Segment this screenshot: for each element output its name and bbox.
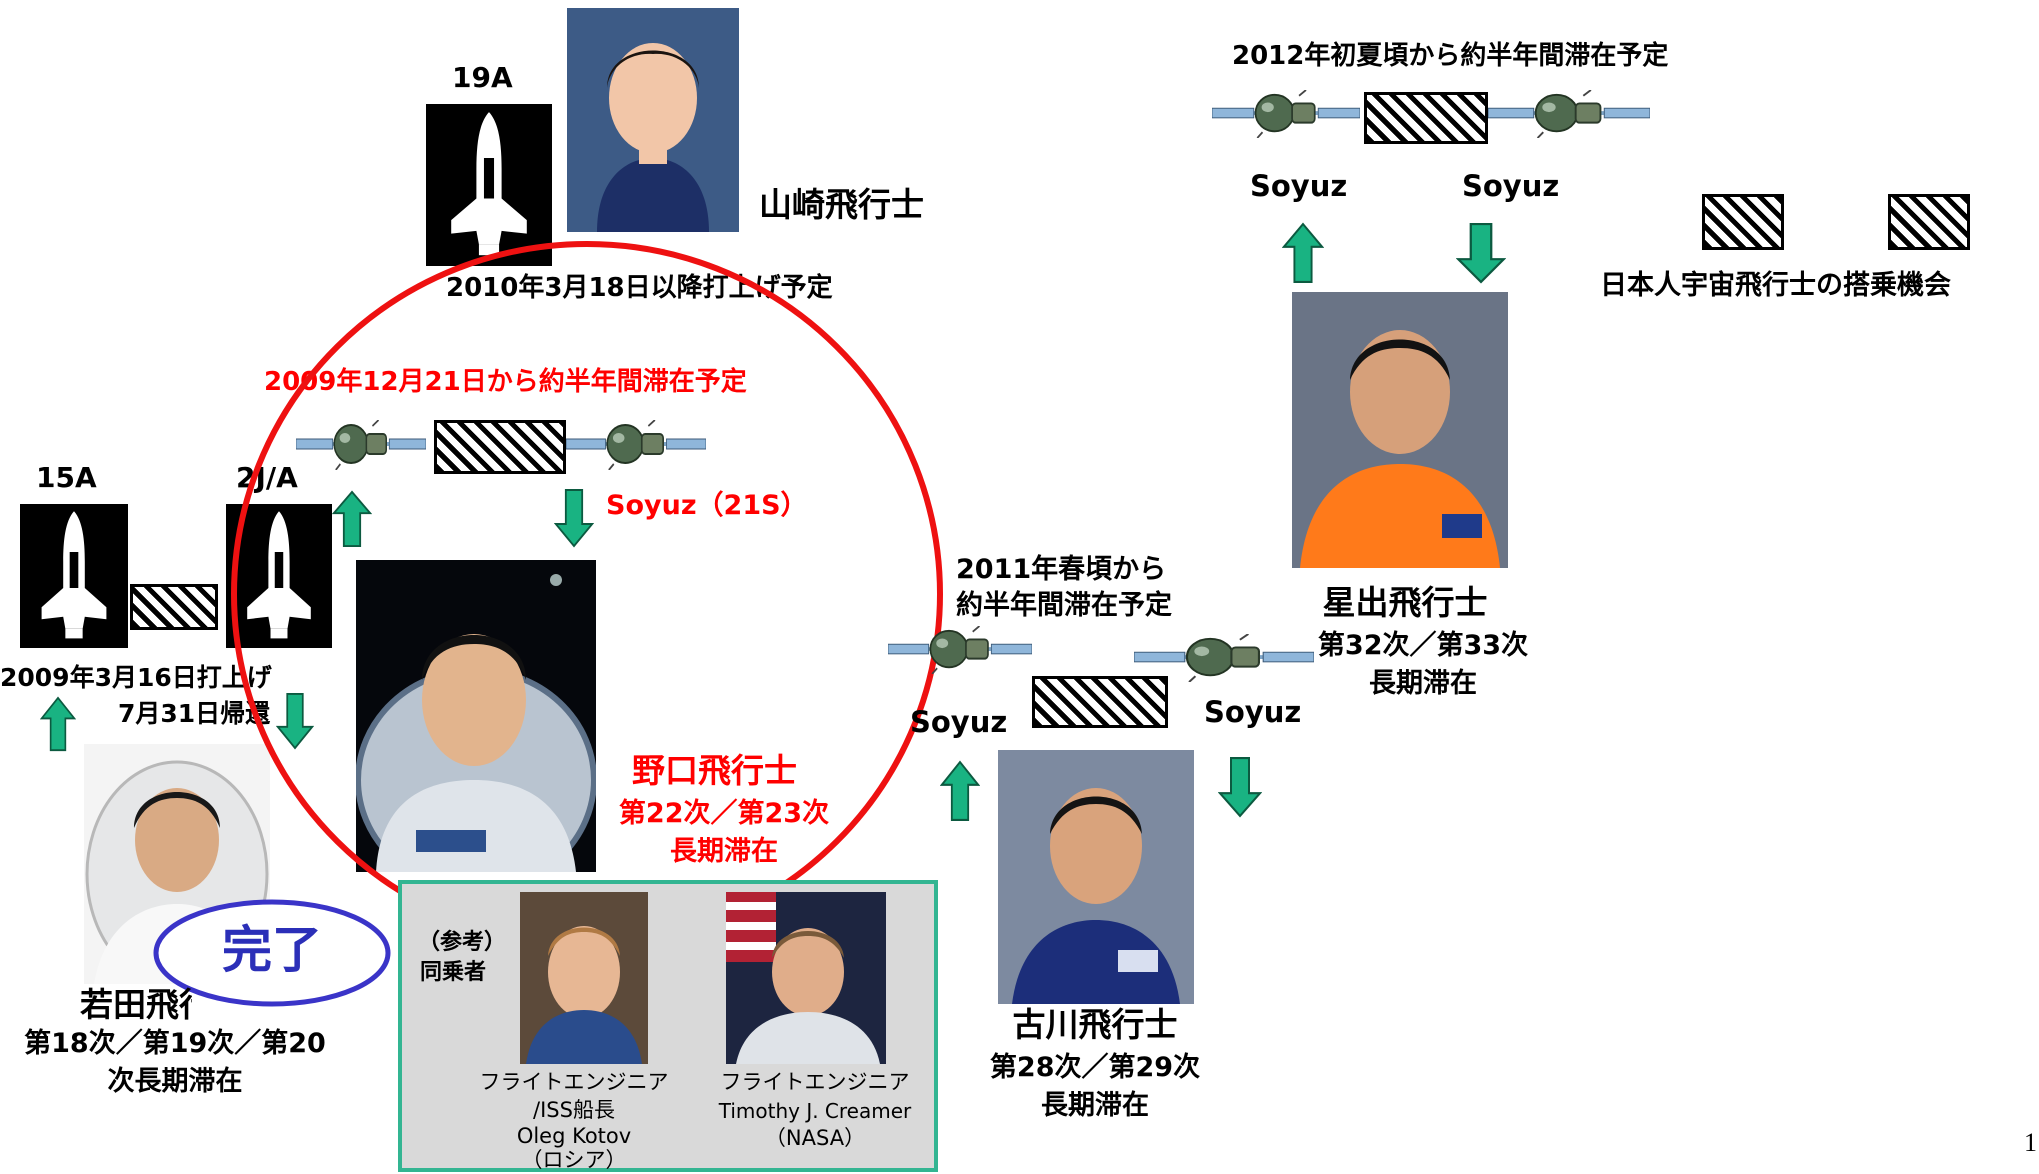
hoshide-mission-line2: 長期滞在 xyxy=(1369,668,1477,699)
furukawa-name: 古川飛行士 xyxy=(1012,1005,1178,1044)
arrow-down-icon xyxy=(1218,756,1262,818)
furukawa-mission-line2: 長期滞在 xyxy=(1041,1090,1149,1121)
arrow-down-icon xyxy=(1456,222,1506,284)
furukawa-vehicle-up: Soyuz xyxy=(910,705,1008,739)
wakata-return-date: 7月31日帰還 xyxy=(118,699,271,728)
wakata-name: 若田飛行士 xyxy=(80,986,192,1024)
furukawa-vehicle-down: Soyuz xyxy=(1204,695,1302,729)
hoshide-stay-period: 2012年初夏頃から約半年間滞在予定 xyxy=(1232,41,1669,71)
legend-label: 日本人宇宙飛行士の搭乗機会 xyxy=(1600,270,1951,301)
arrow-up-icon xyxy=(940,760,980,822)
arrow-up-icon xyxy=(40,696,76,752)
wakata-mission-line2: 次長期滞在 xyxy=(107,1066,243,1097)
flight-15a-label: 15A xyxy=(36,461,97,494)
crew-reference-label-line1: （参考） xyxy=(418,930,507,955)
creamer-country: （NASA） xyxy=(764,1126,866,1150)
wakata-name-clip: 若田飛行士 xyxy=(80,986,192,1026)
creamer-role: フライトエンジニア xyxy=(720,1070,910,1094)
furukawa-stay-line1: 2011年春頃から xyxy=(956,554,1167,585)
soyuz-spacecraft-icon xyxy=(1212,90,1360,138)
hoshide-vehicle-down: Soyuz xyxy=(1462,169,1560,203)
legend-hatch-swatch xyxy=(1702,194,1784,250)
noguchi-portrait-photo xyxy=(356,560,596,872)
furukawa-mission-line1: 第28次／第29次 xyxy=(989,1052,1201,1083)
kotov-name: Oleg Kotov xyxy=(516,1124,632,1148)
boarding-hatch-bar xyxy=(434,420,566,474)
soyuz-spacecraft-icon xyxy=(1488,90,1650,138)
noguchi-highlight-circle xyxy=(231,241,943,947)
creamer-name: Timothy J. Creamer xyxy=(718,1099,912,1123)
flight-2ja-label: 2J/A xyxy=(236,461,298,494)
crew-reference-label-line2: 同乗者 xyxy=(420,960,487,985)
space-shuttle-icon xyxy=(20,504,128,648)
arrow-up-icon xyxy=(1282,222,1324,284)
wakata-launch-date: 2009年3月16日打上げ xyxy=(0,663,272,692)
hoshide-name: 星出飛行士 xyxy=(1322,583,1488,622)
furukawa-stay-line2: 約半年間滞在予定 xyxy=(956,590,1172,621)
completed-status-label: 完了 xyxy=(222,921,322,979)
noguchi-mission-line1: 第22次／第23次 xyxy=(618,798,830,829)
noguchi-mission-line2: 長期滞在 xyxy=(670,836,778,867)
boarding-hatch-bar xyxy=(130,584,218,630)
noguchi-stay-period: 2009年12月21日から約半年間滞在予定 xyxy=(264,367,747,397)
kotov-country: （ロシア） xyxy=(521,1148,627,1172)
soyuz-spacecraft-icon xyxy=(888,626,1032,674)
completed-oval xyxy=(153,899,391,1007)
boarding-hatch-bar xyxy=(1364,92,1488,144)
yamazaki-name: 山崎飛行士 xyxy=(759,185,924,224)
kotov-portrait-photo xyxy=(520,892,648,1064)
wakata-mission-line1: 第18次／第19次／第20 xyxy=(24,1028,326,1059)
boarding-hatch-bar xyxy=(1032,676,1168,728)
hoshide-vehicle-up: Soyuz xyxy=(1250,169,1348,203)
kotov-role-2: /ISS船長 xyxy=(533,1098,615,1122)
hoshide-portrait-photo xyxy=(1292,292,1508,568)
space-shuttle-icon xyxy=(226,504,332,648)
space-shuttle-icon xyxy=(426,104,552,266)
furukawa-portrait-photo xyxy=(998,750,1194,1004)
yamazaki-launch-date: 2010年3月18日以降打上げ予定 xyxy=(446,273,833,303)
yamazaki-portrait-photo xyxy=(567,8,739,232)
kotov-role: フライトエンジニア xyxy=(479,1070,669,1094)
noguchi-name: 野口飛行士 xyxy=(632,751,797,790)
creamer-portrait-photo xyxy=(726,892,886,1064)
legend-hatch-swatch xyxy=(1888,194,1970,250)
page-number: 1 xyxy=(2024,1128,2037,1157)
soyuz-spacecraft-icon xyxy=(1134,634,1314,682)
noguchi-vehicle: Soyuz（21S） xyxy=(606,490,808,521)
hoshide-mission-line1: 第32次／第33次 xyxy=(1317,630,1529,661)
flight-19a-label: 19A xyxy=(452,61,513,94)
